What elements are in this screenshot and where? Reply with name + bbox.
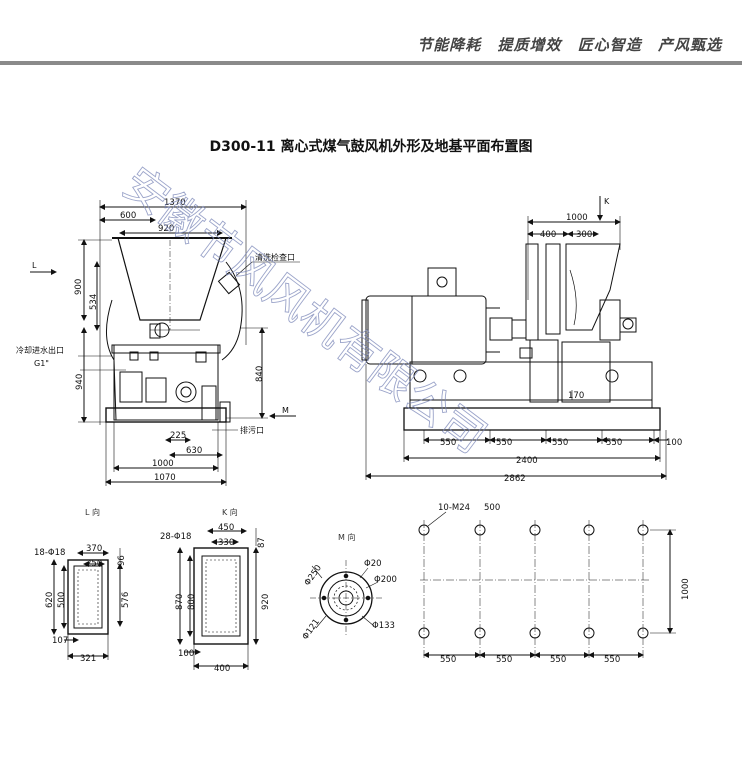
label-K: K bbox=[604, 197, 610, 206]
m-view-title: M 向 bbox=[338, 532, 355, 542]
front-view-labels: 1370 600 920 900 534 940 840 225 630 100… bbox=[16, 198, 295, 483]
dim-400-side: 400 bbox=[540, 230, 556, 240]
label-g1: G1" bbox=[34, 359, 49, 368]
m-view bbox=[310, 560, 382, 636]
dim-500: 500 bbox=[57, 592, 67, 608]
dim-620: 620 bbox=[45, 592, 55, 608]
dim-550-a: 550 bbox=[440, 438, 456, 448]
dim-550-d: 550 bbox=[606, 438, 622, 448]
dim-28-phi18: 28-Φ18 bbox=[160, 532, 191, 542]
dim-500-plan: 500 bbox=[484, 503, 500, 513]
dim-550-plan-c: 550 bbox=[550, 655, 566, 665]
dim-phi133: Φ133 bbox=[372, 621, 395, 631]
dim-225: 225 bbox=[170, 431, 186, 441]
dim-600: 600 bbox=[120, 211, 136, 221]
k-view-labels: K 向 28-Φ18 450 330 87 870 800 920 100 40… bbox=[160, 507, 271, 674]
dim-450: 450 bbox=[218, 523, 234, 533]
dim-550-plan-b: 550 bbox=[496, 655, 512, 665]
dim-phi20: Φ20 bbox=[364, 559, 382, 569]
header: 节能降耗 提质增效 匠心智造 产风甄选 bbox=[0, 0, 742, 72]
dim-900: 900 bbox=[74, 279, 84, 295]
dim-1000-plan: 1000 bbox=[681, 578, 691, 600]
label-inspection: 清洗检查口 bbox=[255, 252, 295, 262]
dim-1370: 1370 bbox=[164, 198, 186, 208]
label-cooling: 冷却进水出口 bbox=[16, 345, 64, 355]
dim-250: 250 bbox=[86, 559, 102, 569]
dim-920: 920 bbox=[158, 224, 174, 234]
k-view-title: K 向 bbox=[222, 507, 238, 517]
dim-2400: 2400 bbox=[516, 456, 538, 466]
dim-550-plan-a: 550 bbox=[440, 655, 456, 665]
dim-1000-side: 1000 bbox=[566, 213, 588, 223]
dim-100-side: 100 bbox=[666, 438, 682, 448]
dim-phi200: Φ200 bbox=[374, 575, 397, 585]
drawing-title: D300-11 离心式煤气鼓风机外形及地基平面布置图 bbox=[209, 139, 533, 155]
l-view bbox=[51, 548, 123, 660]
slogan-3: 匠心智造 bbox=[577, 36, 642, 54]
dim-630: 630 bbox=[186, 446, 202, 456]
dim-370: 370 bbox=[86, 544, 102, 554]
slogan-group: 节能降耗 提质增效 匠心智造 产风甄选 bbox=[407, 34, 722, 55]
dim-330: 330 bbox=[218, 538, 234, 548]
dim-800: 800 bbox=[187, 594, 197, 610]
side-view bbox=[361, 196, 668, 480]
dim-840: 840 bbox=[255, 366, 265, 382]
k-view bbox=[177, 528, 259, 670]
dim-550-plan-d: 550 bbox=[604, 655, 620, 665]
plan-view bbox=[418, 511, 676, 660]
label-L: L bbox=[32, 261, 37, 270]
dim-18-phi18: 18-Φ18 bbox=[34, 548, 65, 558]
plan-view-labels: 10-M24 500 1000 550 550 550 550 bbox=[438, 503, 691, 665]
dim-phi121: Φ121 bbox=[301, 617, 322, 642]
slogan-1: 节能降耗 bbox=[417, 36, 482, 54]
l-view-labels: L 向 18-Φ18 370 250 96 620 500 576 107 32… bbox=[34, 507, 131, 664]
dim-1070: 1070 bbox=[154, 473, 176, 483]
label-M: M bbox=[282, 406, 289, 415]
dim-170: 170 bbox=[568, 391, 584, 401]
header-bar bbox=[0, 61, 742, 65]
dim-10-m24: 10-M24 bbox=[438, 503, 470, 513]
dim-100-k: 100 bbox=[178, 649, 194, 659]
dim-87: 87 bbox=[257, 537, 267, 548]
label-drain: 排污口 bbox=[240, 425, 264, 435]
l-view-title: L 向 bbox=[85, 507, 100, 517]
dim-534: 534 bbox=[89, 294, 99, 310]
dim-phi250: Φ250 bbox=[303, 563, 324, 588]
dim-2862: 2862 bbox=[504, 474, 526, 484]
dim-576: 576 bbox=[121, 592, 131, 608]
dim-96: 96 bbox=[117, 555, 127, 566]
m-view-labels: M 向 Φ250 Φ20 Φ200 Φ121 Φ133 bbox=[301, 532, 397, 642]
dim-107: 107 bbox=[52, 636, 68, 646]
dim-321: 321 bbox=[80, 654, 96, 664]
dim-1000: 1000 bbox=[152, 459, 174, 469]
dim-920-k: 920 bbox=[261, 594, 271, 610]
dim-300-side: 300 bbox=[576, 230, 592, 240]
slogan-2: 提质增效 bbox=[497, 36, 562, 54]
dim-550-b: 550 bbox=[496, 438, 512, 448]
dim-550-c: 550 bbox=[552, 438, 568, 448]
dim-870: 870 bbox=[175, 594, 185, 610]
slogan-4: 产风甄选 bbox=[657, 36, 722, 54]
dim-400-k: 400 bbox=[214, 664, 230, 674]
side-view-labels: K 1000 400 300 170 550 550 550 550 100 2… bbox=[440, 197, 682, 484]
dim-940: 940 bbox=[75, 374, 85, 390]
front-view bbox=[30, 200, 300, 486]
